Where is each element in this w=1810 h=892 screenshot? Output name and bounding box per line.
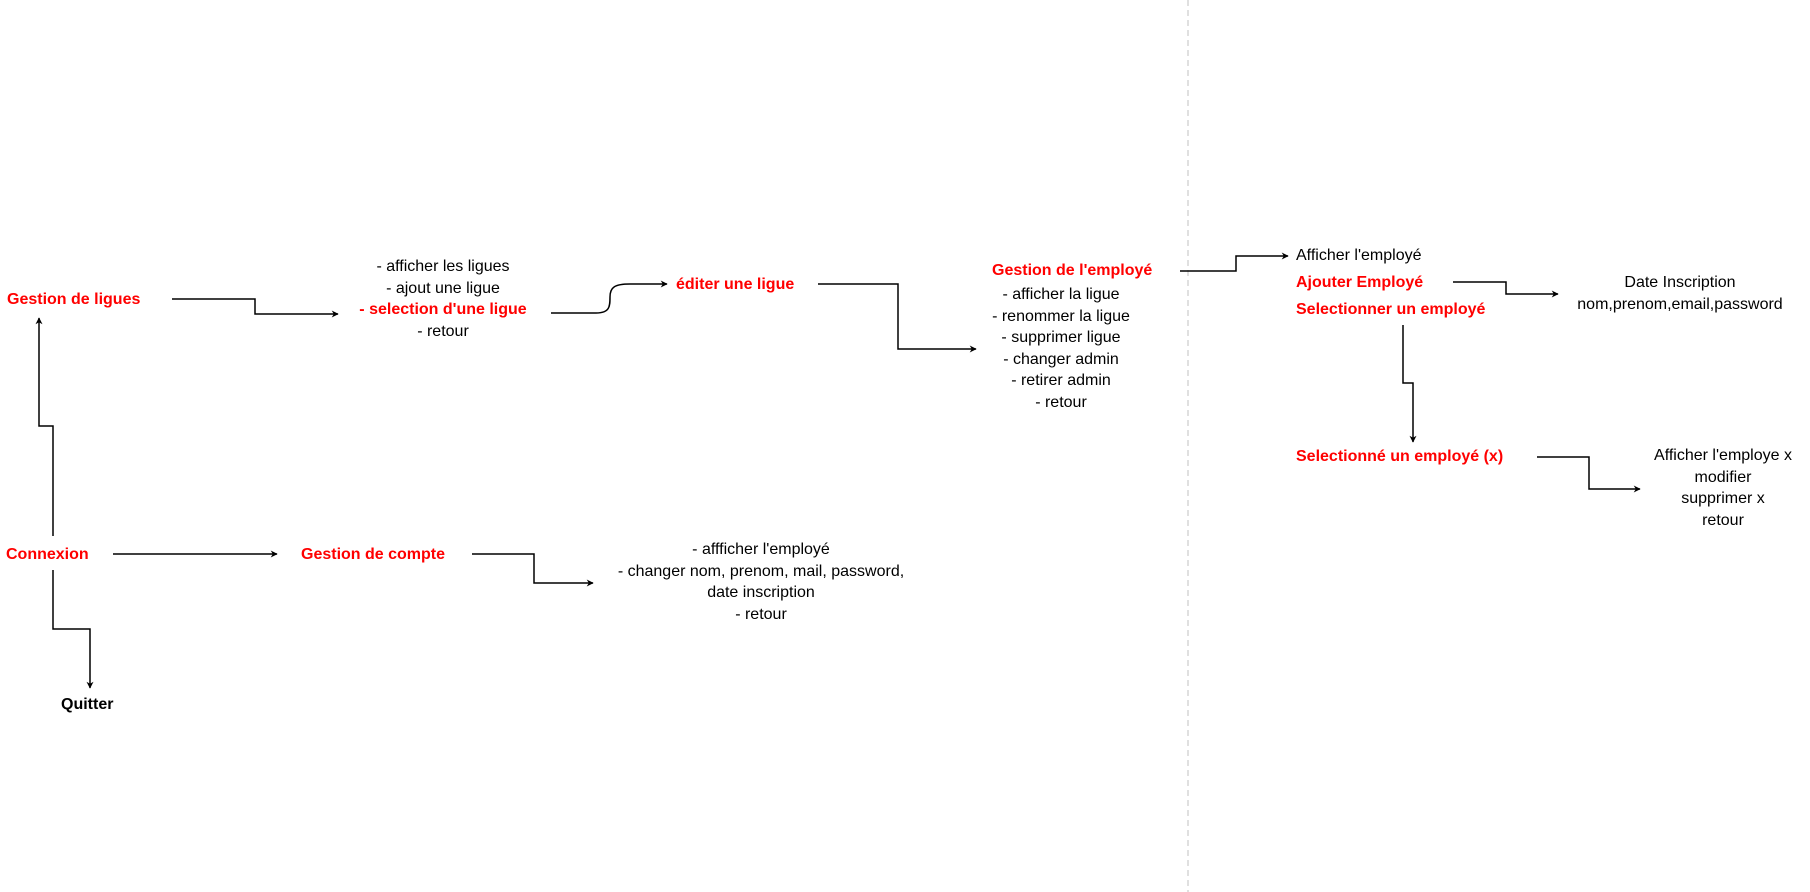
ajout-field-line: nom,prenom,email,password (1577, 295, 1783, 313)
node-gestion-ligues: Gestion de ligues (7, 291, 141, 308)
node-gestion-employe-menu: - afficher la ligue - renommer la ligue … (976, 284, 1146, 413)
node-gestion-compte: Gestion de compte (301, 546, 446, 563)
ligues-menu-item: - retour (417, 322, 469, 340)
arrow-editer-ligue-to-gestion-employe (818, 283, 977, 353)
ligues-menu-item: - ajout une ligue (386, 279, 500, 297)
gestion-employe-menu-item: - retour (1035, 393, 1087, 411)
node-ajouter-employe: Ajouter Employé (1296, 274, 1424, 291)
compte-menu-item: - changer nom, prenom, mail, password, (617, 562, 905, 580)
employe-x-menu-item: retour (1702, 511, 1744, 529)
node-ligues-menu: - afficher les ligues - ajout une ligue … (338, 256, 548, 342)
arrow-selection-ligue-to-editer (551, 280, 668, 314)
arrow-gestion-ligues-to-menu (172, 298, 339, 318)
arrow-ajouter-employe-to-fields (1453, 281, 1559, 298)
node-gestion-employe: Gestion de l'employé (992, 262, 1153, 279)
arrow-connexion-to-quitter (52, 570, 94, 689)
gestion-employe-menu-item: - retirer admin (1011, 372, 1111, 389)
node-employe-selectionne: Selectionné un employé (x) (1296, 448, 1504, 465)
arrow-selectionne-to-employe-x-menu (1537, 456, 1641, 493)
arrow-gestion-compte-to-menu (472, 553, 594, 587)
node-ajout-fields: Date Inscription nom,prenom,email,passwo… (1560, 272, 1800, 315)
arrow-connexion-to-gestion-ligues (35, 317, 54, 536)
node-connexion: Connexion (6, 546, 89, 563)
node-compte-menu: - affficher l'employé - changer nom, pre… (596, 539, 926, 625)
node-employe-x-menu: Afficher l'employe x modifier supprimer … (1638, 445, 1808, 531)
arrow-selectionner-to-selectionne (1402, 325, 1417, 443)
employe-x-menu-item: Afficher l'employe x (1654, 447, 1792, 464)
employe-x-menu-item: modifier (1694, 468, 1752, 486)
node-selectionner-employe: Selectionner un employé (1296, 301, 1486, 318)
gestion-employe-menu-item: - supprimer ligue (1001, 329, 1121, 346)
compte-menu-item: date inscription (707, 584, 815, 601)
employe-x-menu-item: supprimer x (1681, 490, 1765, 507)
node-editer-ligue: éditer une ligue (676, 276, 795, 293)
ajout-field-line: Date Inscription (1624, 274, 1736, 291)
ligues-menu-item-selection: - selection d'une ligue (359, 301, 527, 318)
compte-menu-item: - affficher l'employé (692, 541, 830, 558)
node-quitter: Quitter (61, 696, 114, 713)
gestion-employe-menu-item: - renommer la ligue (992, 307, 1130, 325)
node-afficher-employe: Afficher l'employé (1296, 247, 1422, 264)
gestion-employe-menu-item: - afficher la ligue (1002, 286, 1120, 303)
arrow-gestion-employe-to-afficher-employe (1180, 252, 1289, 272)
gestion-employe-menu-item: - changer admin (1003, 350, 1119, 368)
compte-menu-item: - retour (735, 605, 787, 623)
ligues-menu-item: - afficher les ligues (376, 258, 510, 275)
